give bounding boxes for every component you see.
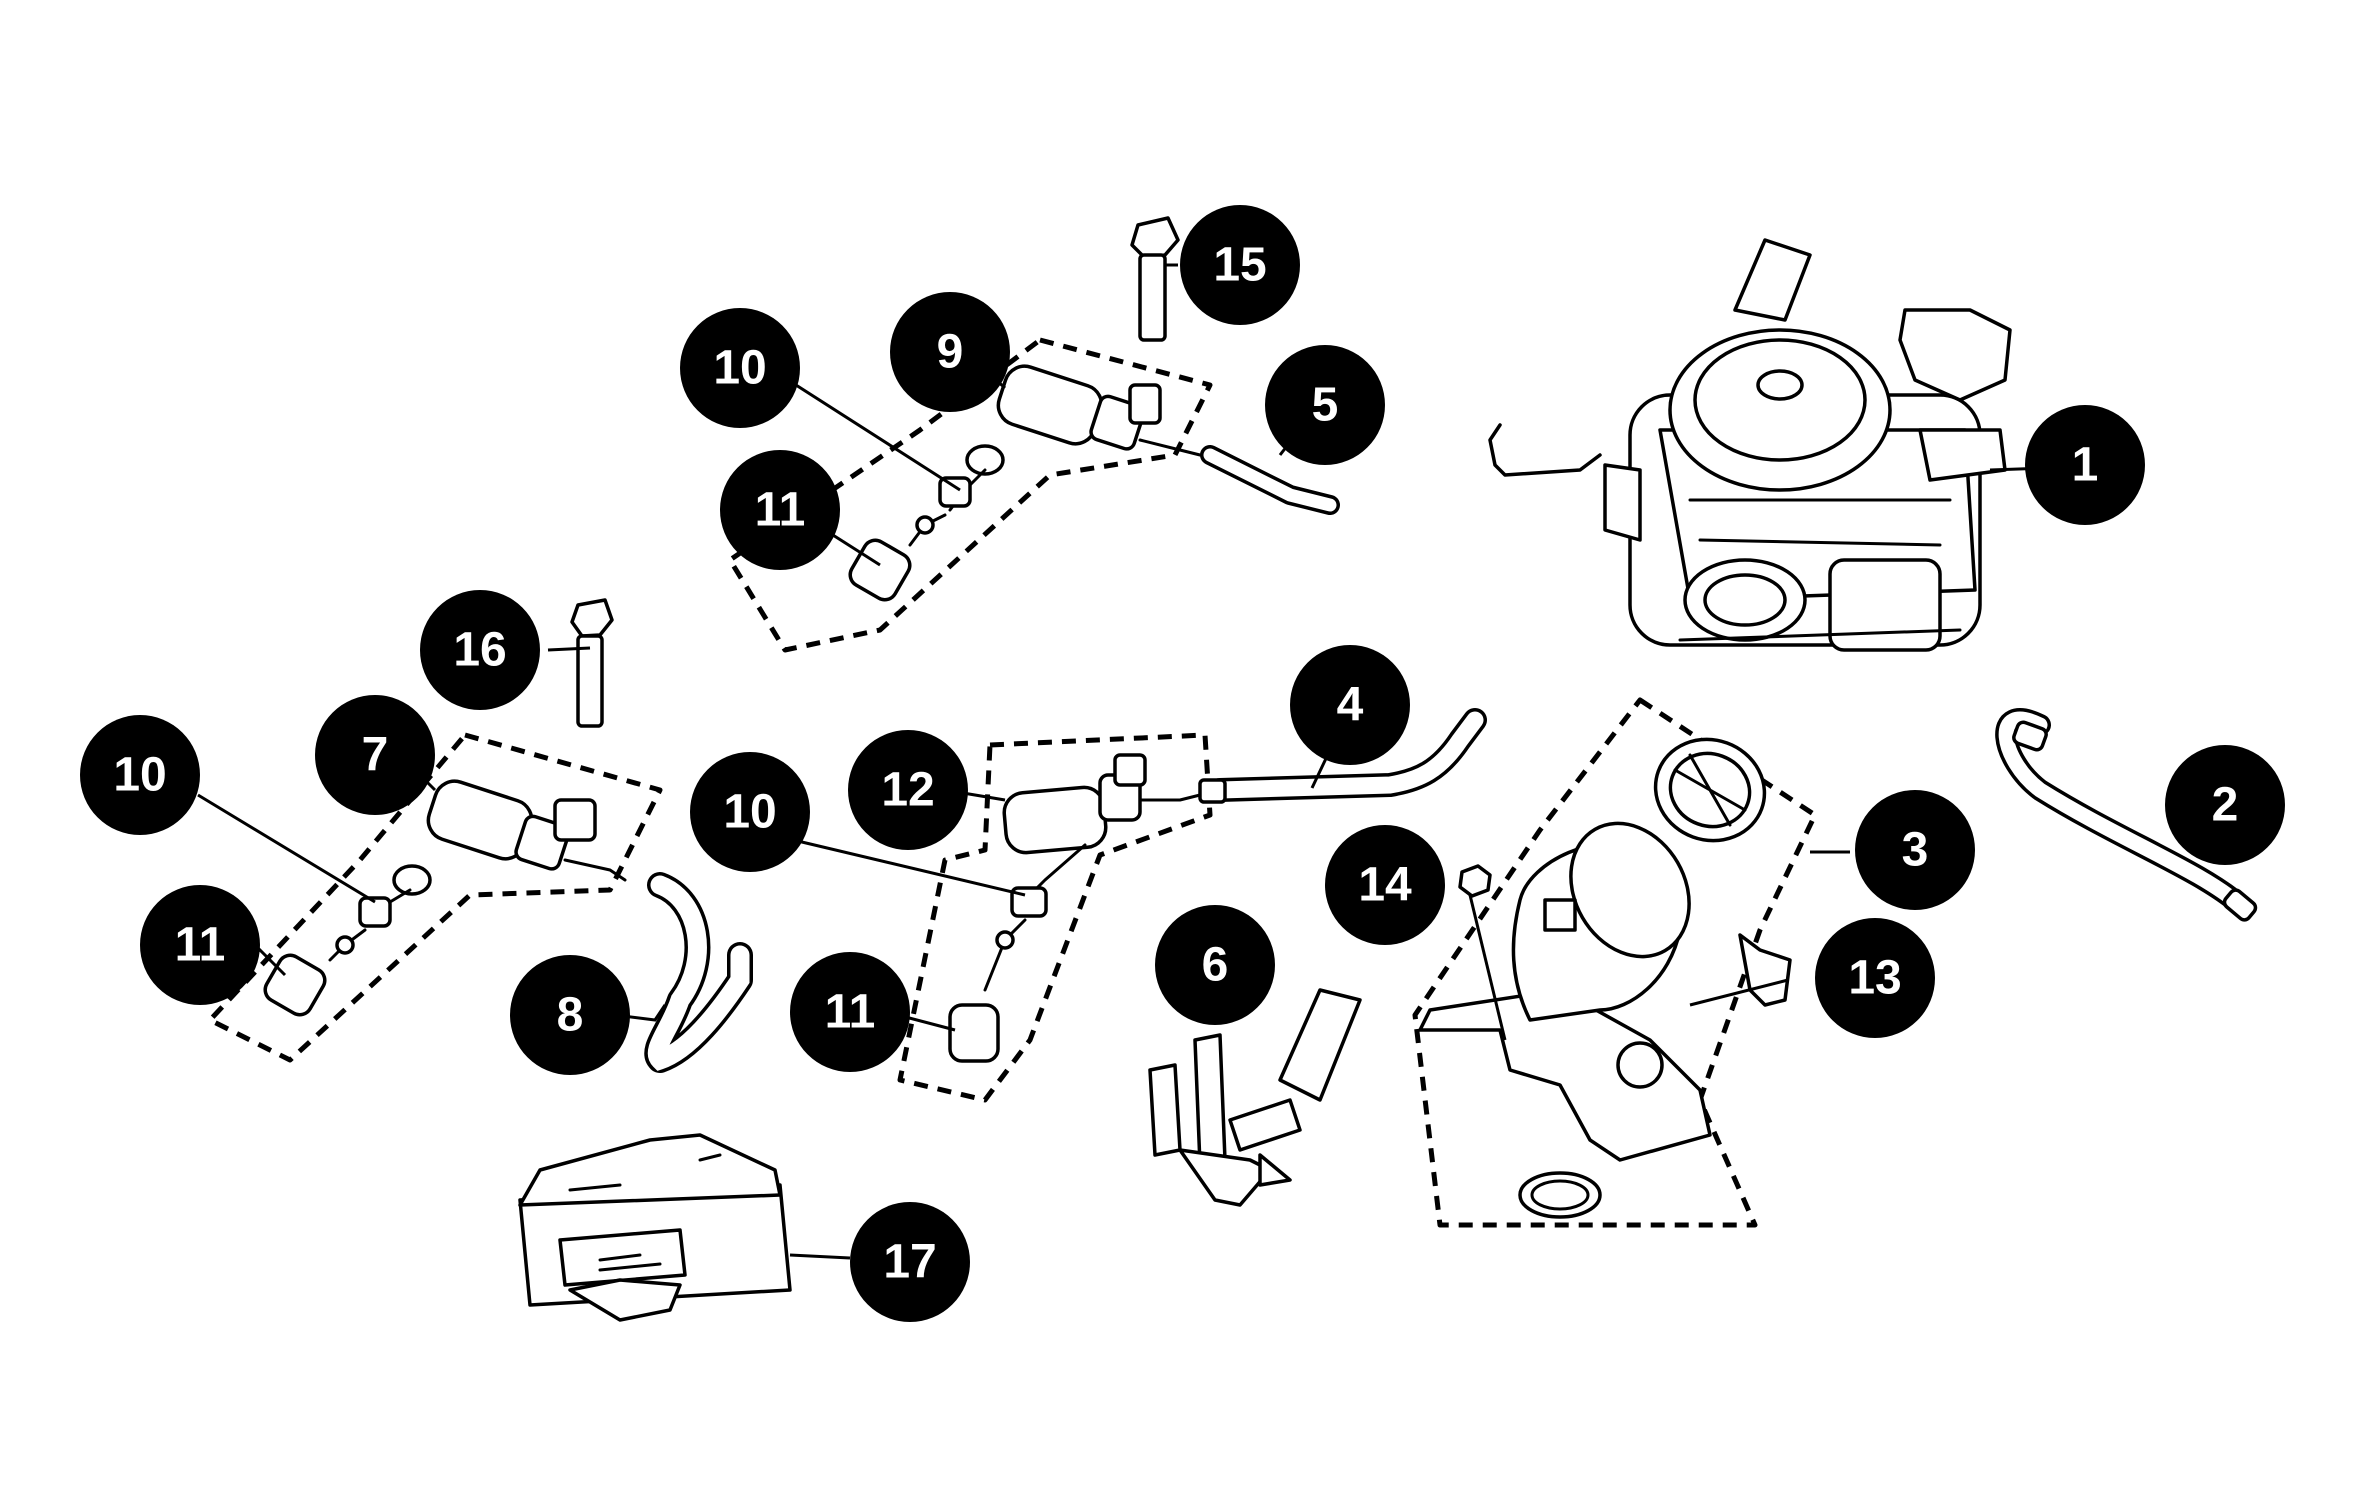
callout-number: 11 xyxy=(825,986,876,1039)
part-17-ecu xyxy=(518,1133,792,1322)
part-3-throttle-body xyxy=(1418,737,1767,1219)
callout-14: 14 xyxy=(1325,825,1445,945)
callout-number: 14 xyxy=(1358,859,1412,912)
part-1-assembly xyxy=(1488,238,2012,652)
part-10-connector-middle xyxy=(1010,843,1087,918)
callout-number: 9 xyxy=(937,326,964,379)
callout-15: 15 xyxy=(1180,205,1300,325)
callout-12: 12 xyxy=(848,730,968,850)
callout-number: 16 xyxy=(453,624,506,677)
callout-number: 10 xyxy=(113,749,166,802)
part-2-pipe xyxy=(1995,708,2258,922)
part-5-tube xyxy=(1200,445,1340,515)
part-13-fitting xyxy=(1738,933,1792,1007)
callout-number: 13 xyxy=(1848,952,1901,1005)
callout-number: 12 xyxy=(881,764,934,817)
part-4-tube xyxy=(1198,708,1487,804)
callout-2: 2 xyxy=(2165,745,2285,865)
callout-7: 7 xyxy=(315,695,435,815)
group-outline-top xyxy=(727,337,1213,653)
part-10-connector-top xyxy=(938,468,987,512)
callout-10-left: 10 xyxy=(80,715,200,835)
part-11-sensor-left xyxy=(263,928,367,1017)
callout-number: 2 xyxy=(2212,779,2239,832)
callout-number: 3 xyxy=(1902,824,1929,877)
callout-number: 15 xyxy=(1213,239,1266,292)
callout-6: 6 xyxy=(1155,905,1275,1025)
callout-number: 11 xyxy=(175,919,226,972)
callout-number: 5 xyxy=(1312,379,1339,432)
callout-10-top: 10 xyxy=(680,308,800,428)
callout-number: 10 xyxy=(723,786,776,839)
callout-10-middle: 10 xyxy=(690,752,810,872)
callout-8: 8 xyxy=(510,955,630,1075)
callout-number: 4 xyxy=(1337,679,1364,732)
callout-number: 11 xyxy=(755,484,806,537)
callout-number: 10 xyxy=(713,342,766,395)
part-8-hose xyxy=(644,872,753,1073)
callout-11-top: 11 xyxy=(720,450,840,570)
callout-number: 6 xyxy=(1202,939,1229,992)
callout-number: 7 xyxy=(362,729,389,782)
part-15-bolt xyxy=(1130,216,1180,342)
callout-4: 4 xyxy=(1290,645,1410,765)
callout-16: 16 xyxy=(420,590,540,710)
callout-1: 1 xyxy=(2025,405,2145,525)
callout-number: 8 xyxy=(557,989,584,1042)
part-7-injector xyxy=(392,779,627,896)
part-12-injector xyxy=(1002,753,1202,855)
callout-5: 5 xyxy=(1265,345,1385,465)
callout-number: 17 xyxy=(883,1236,936,1289)
callout-number: 1 xyxy=(2072,439,2099,492)
group-outline-left xyxy=(207,732,663,1063)
part-14-nut xyxy=(1458,864,1492,898)
group-outline-throttle xyxy=(1412,697,1818,1228)
part-11-sensor-middle xyxy=(948,918,1027,1063)
group-outline-middle xyxy=(897,732,1213,1103)
callout-11-middle: 11 xyxy=(790,952,910,1072)
callout-13: 13 xyxy=(1815,918,1935,1038)
callout-9: 9 xyxy=(890,292,1010,412)
part-9-injector xyxy=(965,364,1202,476)
callout-11-left: 11 xyxy=(140,885,260,1005)
part-16-bolt xyxy=(570,598,614,728)
part-6-bracket xyxy=(1148,988,1362,1207)
part-11-sensor-top xyxy=(848,513,947,602)
callout-3: 3 xyxy=(1855,790,1975,910)
callout-17: 17 xyxy=(850,1202,970,1322)
part-10-connector-left xyxy=(358,888,412,928)
